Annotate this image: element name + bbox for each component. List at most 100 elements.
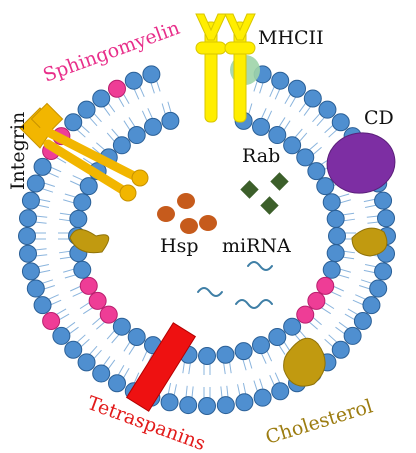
- sphingomyelin-head: [296, 305, 315, 324]
- sphingomyelin-head: [108, 79, 126, 98]
- cd-protein-icon: [326, 132, 396, 194]
- phospholipid-head: [362, 296, 381, 315]
- label-cd: CD: [364, 107, 394, 129]
- phospholipid-head: [283, 136, 302, 155]
- mirna-strand: [247, 261, 273, 271]
- phospholipid-head: [92, 89, 111, 108]
- phospholipid-head: [112, 136, 131, 155]
- phospholipid-head: [92, 364, 111, 383]
- phospholipid-head: [73, 193, 92, 212]
- phospholipid-head: [353, 312, 372, 330]
- sphingomyelin-head: [99, 305, 118, 324]
- phospholipid-head: [322, 260, 341, 279]
- phospholipid-head: [18, 209, 37, 228]
- cholesterol-bottom-right: [283, 337, 326, 387]
- phospholipid-head: [253, 388, 272, 407]
- phospholipid-head: [235, 393, 254, 412]
- tetraspanin-icon: [125, 322, 197, 412]
- phospholipid-head: [326, 209, 345, 228]
- rab-proteins: [240, 172, 289, 215]
- rab-diamond: [260, 196, 279, 215]
- cholesterol-right: [351, 227, 388, 257]
- phospholipid-head: [79, 177, 98, 196]
- phospholipid-head: [303, 89, 322, 108]
- phospholipid-head: [198, 397, 216, 415]
- phospholipid-head: [307, 162, 326, 181]
- hsp-oval: [180, 218, 198, 234]
- phospholipid-head: [234, 342, 253, 361]
- phospholipid-head: [69, 209, 88, 228]
- phospholipid-head: [343, 326, 362, 345]
- integrin-icon: [19, 102, 149, 202]
- hsp-oval: [157, 206, 175, 222]
- phospholipid-head: [369, 279, 388, 298]
- sphingomyelin-head: [88, 291, 107, 310]
- sphingomyelin-head: [79, 276, 98, 295]
- phospholipid-head: [21, 262, 40, 281]
- label-sphingomyelin: Sphingomyelin: [40, 17, 183, 87]
- mirna-strand: [235, 299, 273, 309]
- phospholipid-head: [322, 193, 341, 212]
- phospholipid-head: [216, 396, 235, 415]
- phospholipid-head: [161, 111, 180, 130]
- phospholipid-head: [296, 148, 315, 167]
- mhcii-icon: [195, 13, 260, 123]
- phospholipid-head: [26, 279, 45, 298]
- mirna-strand: [197, 287, 223, 297]
- sphingomyelin-head: [307, 291, 326, 310]
- hsp-oval: [199, 215, 217, 231]
- phospholipid-head: [252, 117, 271, 136]
- phospholipid-head: [26, 174, 45, 193]
- phospholipid-head: [377, 209, 396, 228]
- sphingomyelin-head: [42, 312, 61, 330]
- mirna-strands: [197, 261, 273, 309]
- cholesterol-left: [69, 229, 110, 254]
- hsp-oval: [177, 193, 195, 209]
- cholesterol-molecules: [69, 227, 388, 387]
- phospholipid-head: [18, 244, 37, 263]
- phospholipid-head: [326, 244, 345, 263]
- hsp-proteins: [157, 193, 217, 234]
- phospholipid-head: [73, 260, 92, 279]
- label-mirna: miRNA: [222, 235, 291, 257]
- phospholipid-head: [142, 65, 161, 84]
- phospholipid-head: [374, 191, 393, 210]
- phospholipid-head: [112, 317, 131, 336]
- phospholipid-head: [252, 336, 271, 355]
- phospholipid-head: [271, 382, 290, 401]
- phospholipid-head: [143, 117, 162, 136]
- mhcii-left-chain: [195, 13, 227, 123]
- phospholipid-head: [271, 71, 290, 90]
- label-hsp: Hsp: [160, 235, 198, 257]
- phospholipid-head: [268, 327, 287, 346]
- mhcii-right-chain: [224, 13, 256, 123]
- phospholipid-head: [331, 113, 350, 132]
- phospholipid-head: [52, 326, 71, 345]
- phospholipid-head: [288, 79, 306, 98]
- phospholipid-head: [216, 345, 235, 364]
- rab-diamond: [270, 172, 289, 191]
- phospholipid-head: [268, 126, 287, 145]
- label-cholesterol: Cholesterol: [263, 395, 375, 448]
- label-integrin: Integrin: [7, 112, 29, 190]
- label-mhcii: MHCII: [258, 27, 324, 49]
- phospholipid-head: [64, 113, 83, 132]
- label-rab: Rab: [242, 145, 280, 167]
- phospholipid-head: [316, 177, 335, 196]
- phospholipid-head: [64, 340, 83, 359]
- phospholipid-head: [328, 227, 346, 245]
- phospholipid-head: [33, 157, 52, 176]
- phospholipid-head: [198, 347, 216, 365]
- phospholipid-head: [127, 327, 146, 346]
- sphingomyelin-head: [316, 276, 335, 295]
- phospholipid-head: [124, 71, 143, 90]
- phospholipid-head: [179, 396, 198, 415]
- phospholipid-head: [21, 191, 40, 210]
- phospholipid-head: [33, 296, 52, 315]
- phospholipid-head: [160, 393, 179, 412]
- phospholipid-head: [108, 374, 126, 393]
- phospholipid-head: [127, 126, 146, 145]
- phospholipid-head: [331, 340, 350, 359]
- phospholipid-head: [77, 100, 96, 119]
